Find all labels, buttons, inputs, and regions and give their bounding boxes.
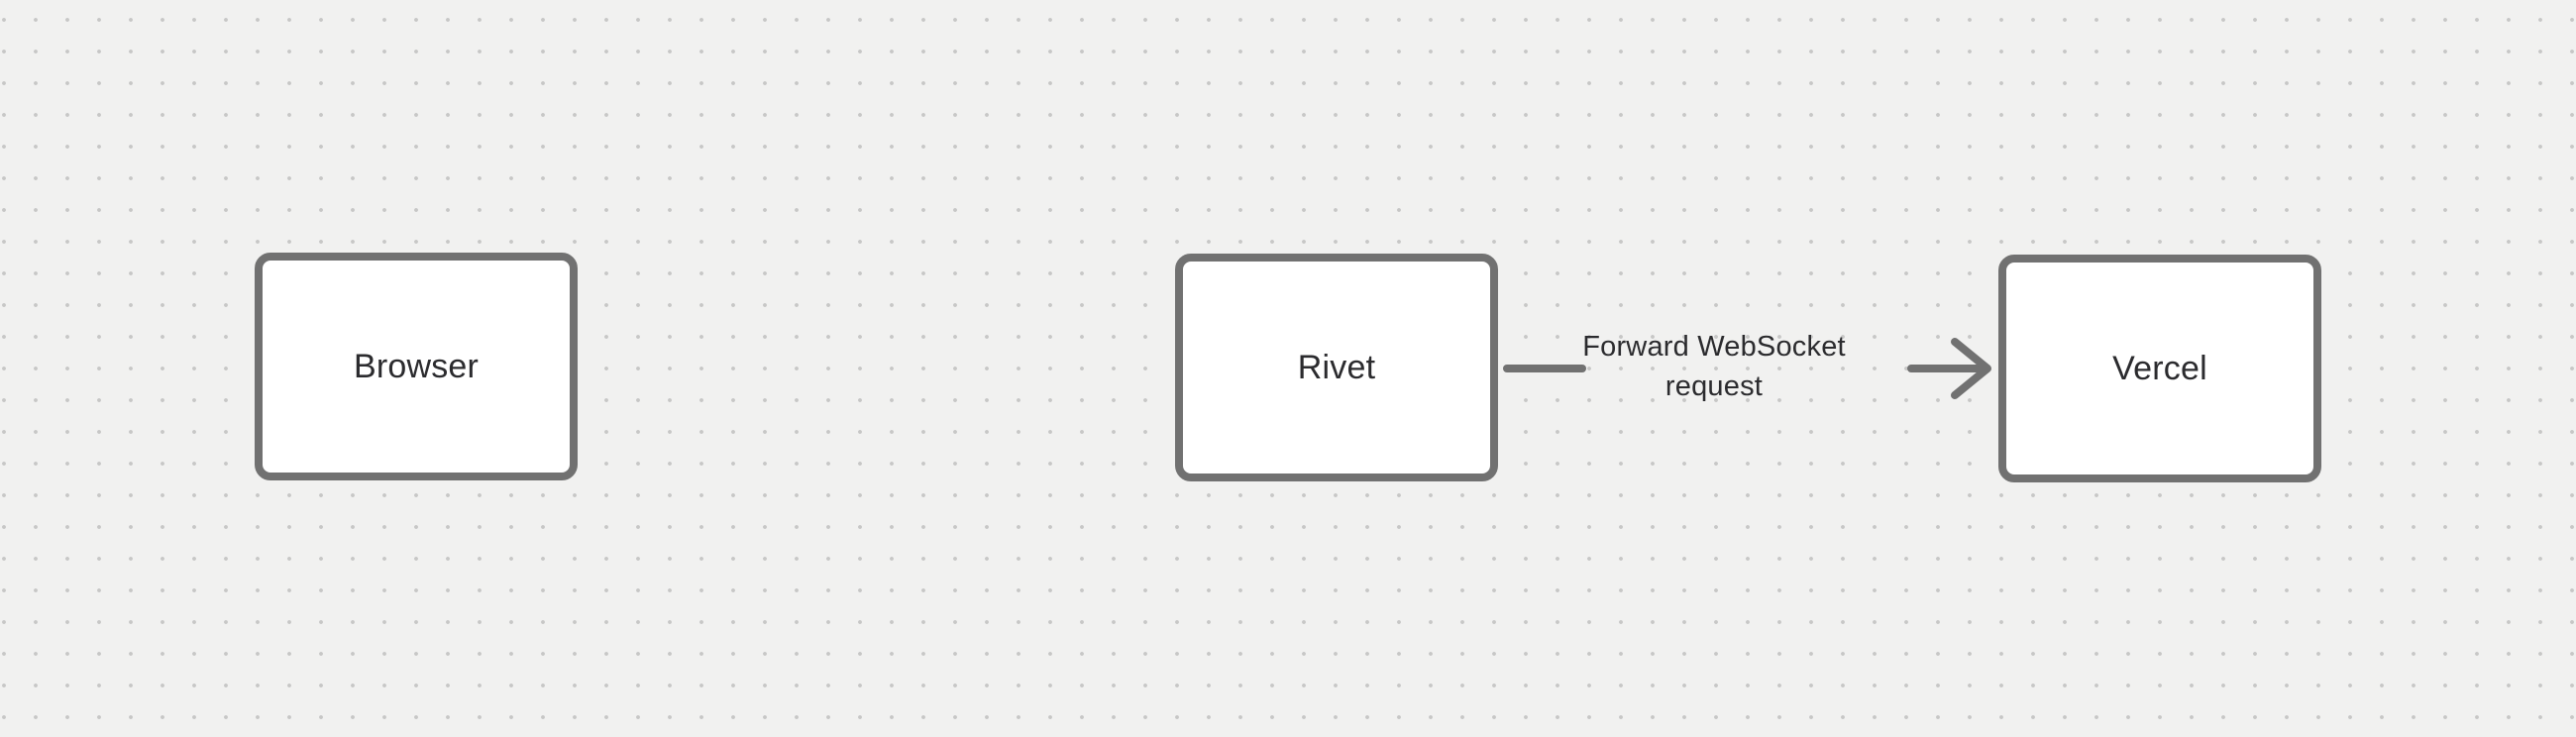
node-browser-label: Browser xyxy=(353,347,480,385)
node-rivet-label: Rivet xyxy=(1297,348,1376,386)
node-browser[interactable]: Browser xyxy=(255,253,578,480)
arrow-label[interactable]: Forward WebSocket request xyxy=(1582,331,1846,402)
node-rivet[interactable]: Rivet xyxy=(1175,254,1498,481)
node-vercel-label: Vercel xyxy=(2112,349,2207,387)
node-vercel[interactable]: Vercel xyxy=(1998,255,2321,482)
arrowhead-icon xyxy=(1951,338,1991,399)
